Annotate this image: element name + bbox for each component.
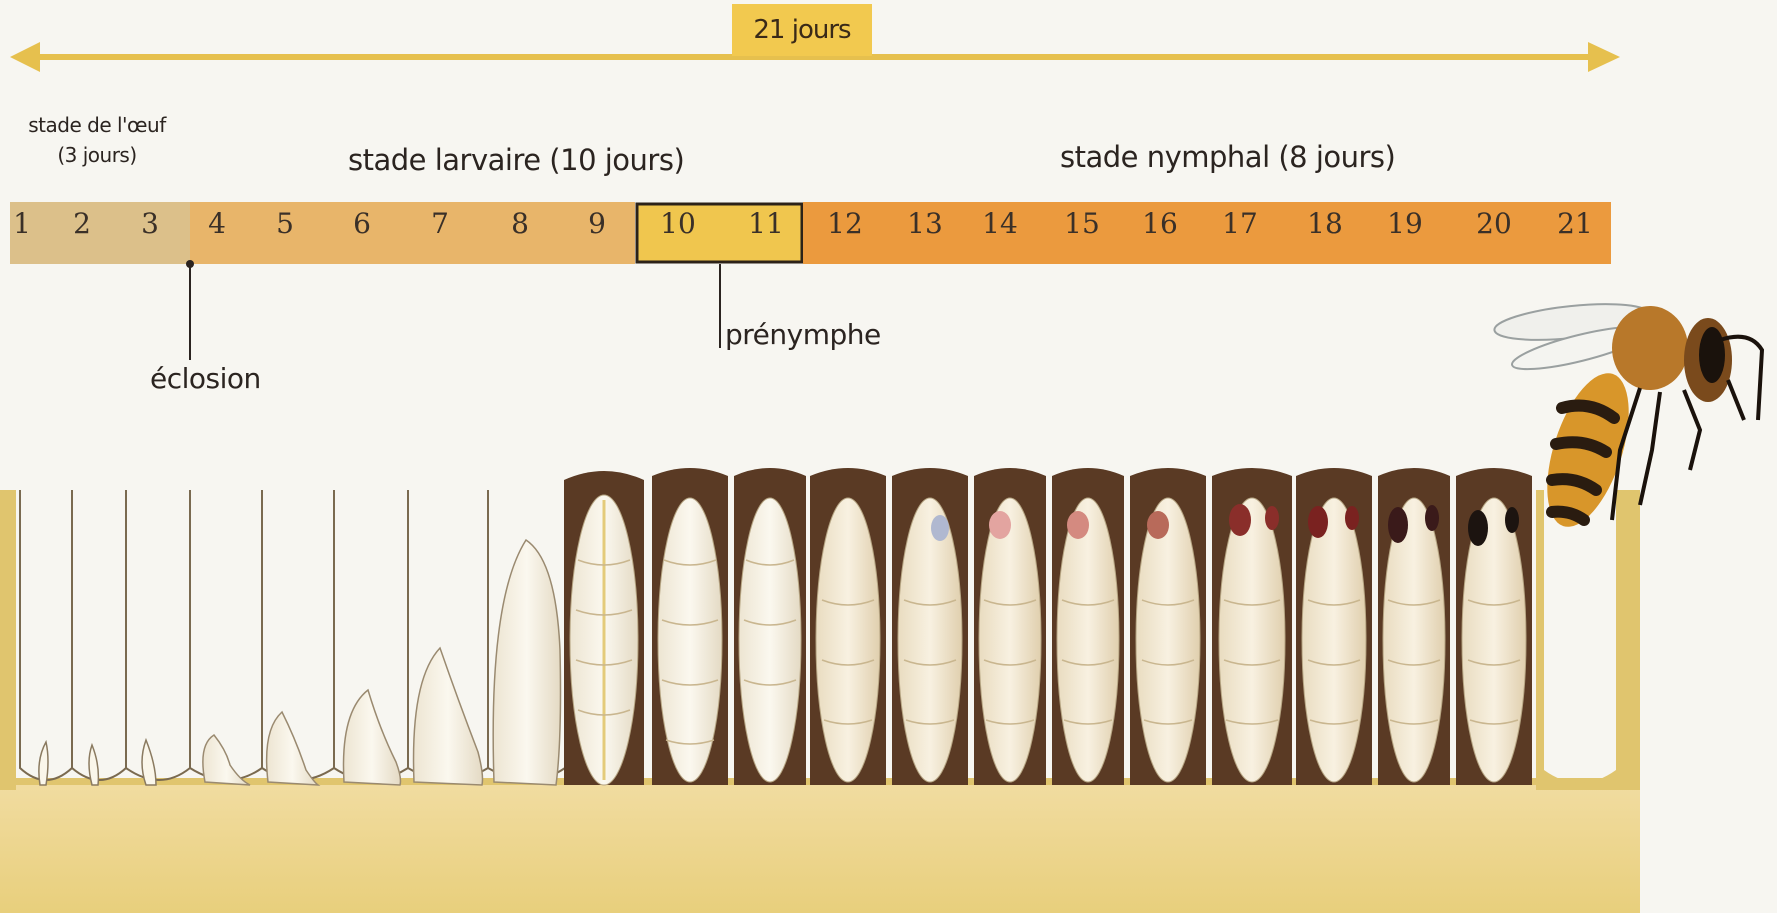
cell-day-12 [810,468,886,785]
day-number: 9 [567,207,627,240]
egg-day-2 [89,745,98,785]
day-number: 19 [1375,207,1435,240]
egg-stage-duration: (3 jours) [22,140,172,170]
day-number: 11 [736,207,796,240]
day-number: 2 [52,207,112,240]
egg-stage-label: stade de l'œuf (3 jours) [22,110,172,170]
cell-day-13 [892,468,968,785]
cell-day-17 [1212,468,1292,785]
bee-eye [1699,327,1725,383]
egg-day-1 [39,742,48,785]
larva-day-6 [344,690,401,785]
day-number: 21 [1545,207,1605,240]
egg-day-3 [142,740,156,785]
day-number: 6 [332,207,392,240]
cell-day-15 [1052,468,1124,785]
day-number: 13 [895,207,955,240]
day-number: 8 [490,207,550,240]
day-number: 16 [1130,207,1190,240]
larval-stage-label: stade larvaire (10 jours) [348,143,684,177]
day-number: 14 [970,207,1030,240]
day-number: 18 [1295,207,1355,240]
day-number: 5 [255,207,315,240]
comb-left-wall [0,490,16,790]
cell-day-16 [1130,468,1206,785]
larva-day-7 [414,648,483,785]
timeline-band [10,202,1611,264]
eclosion-marker [186,260,194,360]
day-number: 20 [1464,207,1524,240]
cell-day-19 [1378,468,1450,785]
cell-day-10 [652,468,728,785]
larva-day-5 [267,712,318,785]
day-number: 10 [648,207,708,240]
day-number: 1 [0,207,52,240]
cell-day-20 [1456,468,1532,785]
cell-day-9 [564,471,644,785]
total-duration-label: 21 jours [732,4,872,56]
cell-day-14 [974,468,1046,785]
cell-day-21 [1536,490,1640,790]
pupal-stage-label: stade nymphal (8 jours) [1060,140,1395,174]
day-number: 4 [187,207,247,240]
young-larvae [203,540,561,785]
capped-cells [564,468,1532,785]
comb-wax-floor [0,785,1640,913]
hatching-label: éclosion [150,362,261,395]
cell-day-11 [734,468,806,785]
larva-day-8 [493,540,560,785]
bee-thorax [1612,306,1688,390]
prepupa-label: prénymphe [725,318,881,351]
cell-day-18 [1296,468,1372,785]
day-number: 3 [120,207,180,240]
day-number: 12 [815,207,875,240]
day-number: 7 [410,207,470,240]
egg-stage-title: stade de l'œuf [22,110,172,140]
day-number: 15 [1052,207,1112,240]
day-number: 17 [1210,207,1270,240]
